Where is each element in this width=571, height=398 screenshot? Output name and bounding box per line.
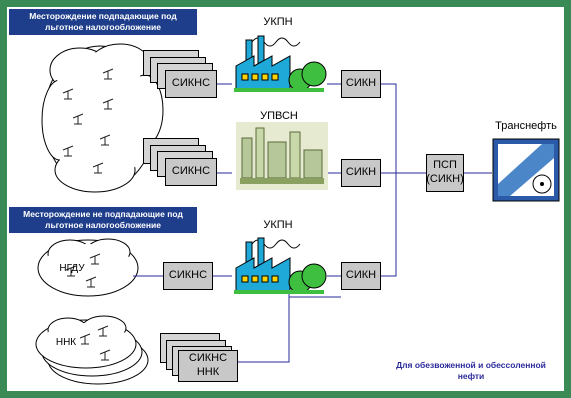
preferential-fields-title: Месторождение подпадающие под льготное н… — [9, 9, 197, 35]
ngdu-label: НГДУ — [59, 263, 85, 274]
upvsn-plant-icon — [236, 122, 328, 190]
siknc-nnk-line2: ННК — [196, 366, 220, 378]
pump-jacks — [62, 68, 114, 361]
nnk-cloud — [35, 315, 149, 385]
flow-lines — [133, 83, 492, 363]
ukpn-top-factory-icon — [234, 35, 327, 92]
siknc-nnk-box: СИКНС ННК — [178, 350, 238, 382]
ukpn-bottom-label: УКПН — [263, 219, 293, 231]
sikn-box-3: СИКН — [341, 262, 381, 290]
psp-sikn-box: ПСП (СИКН) — [426, 154, 464, 192]
ukpn-top-label: УКПН — [263, 16, 293, 28]
siknc-box-2: СИКНС — [165, 158, 217, 186]
ukpn-bottom-factory-icon — [234, 237, 327, 294]
sikn-box-2: СИКН — [341, 159, 381, 187]
ngdu-cloud — [37, 238, 139, 297]
psp-line2: (СИКН) — [426, 173, 464, 185]
dehydrated-oil-note: Для обезвоженной и обессоленной нефти — [396, 360, 546, 381]
nnk-label: ННК — [55, 337, 77, 348]
field-cloud-top — [41, 43, 164, 193]
siknc-box-1: СИКНС — [165, 70, 217, 98]
psp-line1: ПСП — [433, 159, 457, 172]
upvsn-label: УПВСН — [260, 110, 298, 122]
transneft-label: Транснефть — [495, 120, 557, 132]
sikn-box-1: СИКН — [341, 70, 381, 98]
siknc-box-3: СИКНС — [163, 262, 213, 290]
siknc-nnk-line1: СИКНС — [188, 352, 228, 365]
transneft-logo-icon — [492, 138, 560, 202]
non-preferential-fields-title: Месторождение не подпадающие под льготно… — [9, 207, 197, 233]
